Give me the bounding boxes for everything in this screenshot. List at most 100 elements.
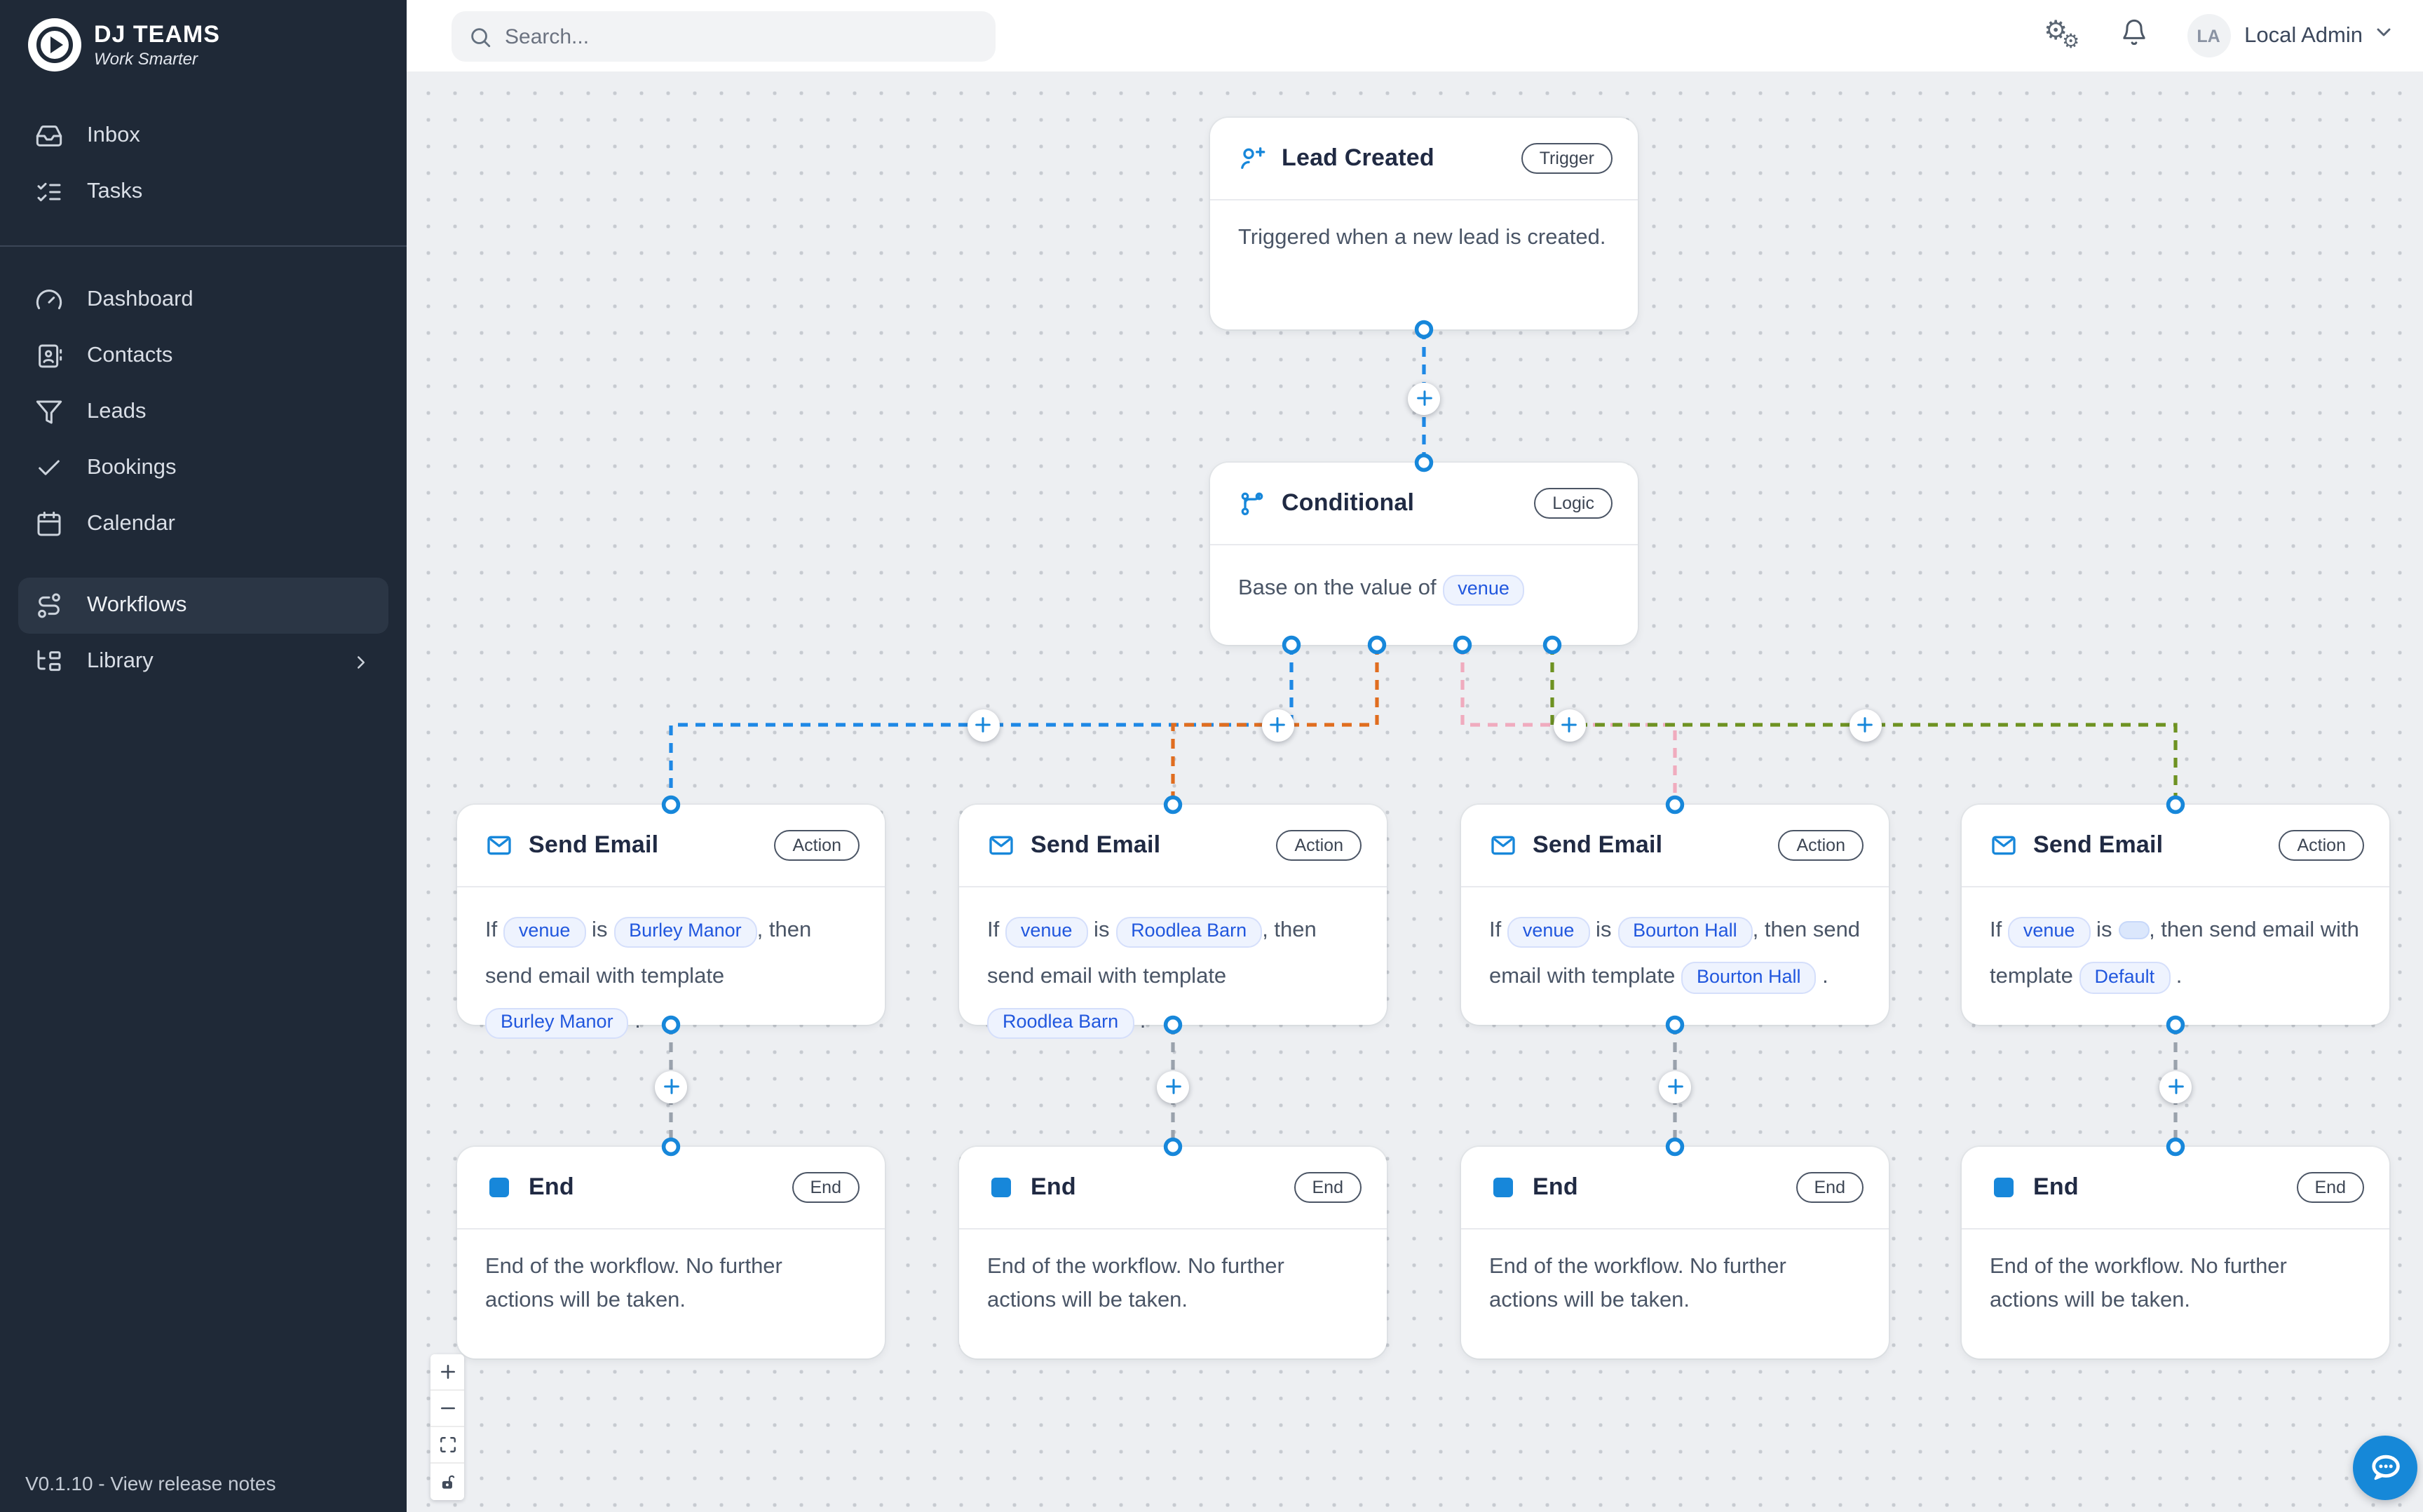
sidebar-item-label: Inbox <box>87 123 140 147</box>
search-placeholder: Search... <box>505 25 590 48</box>
add-node-button-before-end-4[interactable] <box>2159 1070 2192 1103</box>
sidebar-item-label: Library <box>87 649 154 673</box>
node-badge: Logic <box>1534 488 1613 519</box>
value-pill[interactable]: Default <box>2079 962 2171 994</box>
node-badge: Action <box>1276 830 1362 861</box>
calendar-icon <box>37 511 61 536</box>
node-conditional[interactable]: Conditional Logic Base on the value of v… <box>1210 463 1638 645</box>
sidebar-item-contacts[interactable]: Contacts <box>18 328 388 384</box>
topbar: Search... ⚙⚙ LA Local Admin <box>407 0 2423 71</box>
sidebar-item-bookings[interactable]: Bookings <box>18 440 388 496</box>
sidebar-item-inbox[interactable]: Inbox <box>18 108 388 164</box>
zoom-out-button[interactable] <box>430 1391 464 1427</box>
add-node-button-branch-2[interactable] <box>1261 709 1294 741</box>
value-pill[interactable]: Burley Manor <box>613 916 757 948</box>
node-title: End <box>2033 1173 2079 1200</box>
node-badge: End <box>1294 1172 1362 1203</box>
fit-view-button[interactable] <box>430 1427 464 1464</box>
sidebar: DJ TEAMS Work Smarter Inbox Tasks Dashbo… <box>0 0 407 1512</box>
user-name: Local Admin <box>2244 23 2363 47</box>
node-title: Send Email <box>2033 831 2164 858</box>
chevron-down-icon[interactable] <box>2373 21 2395 50</box>
value-pill[interactable]: venue <box>1507 916 1590 948</box>
node-badge: Action <box>2279 830 2364 861</box>
add-node-button[interactable] <box>1408 382 1440 414</box>
end-square-icon <box>485 1173 513 1201</box>
sidebar-item-dashboard[interactable]: Dashboard <box>18 272 388 328</box>
add-node-button-branch-1[interactable] <box>967 709 999 741</box>
node-description: If venue is Roodlea Barn, then send emai… <box>959 887 1387 1070</box>
node-send-email-4[interactable]: Send Email Action If venue is , then sen… <box>1962 805 2389 1025</box>
notifications-bell-icon[interactable] <box>2119 18 2147 53</box>
zoom-in-button[interactable] <box>430 1354 464 1391</box>
node-send-email-3[interactable]: Send Email Action If venue is Bourton Ha… <box>1461 805 1889 1025</box>
funnel-icon <box>36 400 62 424</box>
value-pill[interactable]: Roodlea Barn <box>1115 916 1263 948</box>
value-pill[interactable]: Roodlea Barn <box>987 1007 1134 1040</box>
node-title: End <box>1533 1173 1578 1200</box>
node-badge: End <box>2296 1172 2364 1203</box>
release-notes-link[interactable]: V0.1.10 - View release notes <box>25 1471 276 1494</box>
add-node-button-before-end-1[interactable] <box>655 1070 687 1103</box>
chevron-right-icon <box>358 655 365 668</box>
contacts-icon <box>39 344 62 368</box>
node-description: If venue is , then send email with templ… <box>1962 887 2389 1025</box>
node-badge: Action <box>1778 830 1864 861</box>
sidebar-item-label: Tasks <box>87 179 143 203</box>
node-description: End of the workflow. No further actions … <box>485 1255 782 1313</box>
value-pill[interactable]: Bourton Hall <box>1617 916 1753 948</box>
node-description: End of the workflow. No further actions … <box>987 1255 1284 1313</box>
sidebar-item-tasks[interactable]: Tasks <box>18 164 388 220</box>
node-title: Send Email <box>529 831 659 858</box>
sidebar-item-leads[interactable]: Leads <box>18 384 388 440</box>
library-icon <box>37 650 61 672</box>
plus-icon <box>440 1365 454 1379</box>
end-square-icon <box>987 1173 1015 1201</box>
envelope-icon <box>485 831 513 859</box>
node-title: Conditional <box>1282 489 1415 516</box>
node-badge: Trigger <box>1521 143 1613 174</box>
sidebar-item-label: Dashboard <box>87 287 194 311</box>
fullscreen-icon <box>440 1437 455 1452</box>
sidebar-item-calendar[interactable]: Calendar <box>18 496 388 552</box>
sidebar-item-label: Contacts <box>87 343 173 367</box>
node-end-4[interactable]: End End End of the workflow. No further … <box>1962 1147 2389 1358</box>
node-badge: Action <box>774 830 860 861</box>
value-pill[interactable]: venue <box>1005 916 1088 948</box>
sidebar-item-label: Calendar <box>87 512 175 536</box>
tasks-icon <box>37 182 61 202</box>
empty-value-pill[interactable] <box>2118 921 2150 940</box>
node-lead-created[interactable]: Lead Created Trigger Triggered when a ne… <box>1210 118 1638 329</box>
lock-button[interactable] <box>430 1464 464 1500</box>
avatar[interactable]: LA <box>2187 14 2231 57</box>
app-tagline: Work Smarter <box>94 49 198 69</box>
node-end-1[interactable]: End End End of the workflow. No further … <box>457 1147 885 1358</box>
node-title: Send Email <box>1031 831 1161 858</box>
check-icon <box>39 460 60 475</box>
value-pill[interactable]: Bourton Hall <box>1681 962 1817 994</box>
node-title: End <box>1031 1173 1076 1200</box>
add-node-button-branch-3[interactable] <box>1553 709 1585 741</box>
search-input[interactable]: Search... <box>452 11 996 62</box>
node-send-email-1[interactable]: Send Email Action If venue is Burley Man… <box>457 805 885 1040</box>
node-description: Base on the value of venue <box>1210 545 1638 637</box>
node-badge: End <box>1796 1172 1864 1203</box>
node-send-email-2[interactable]: Send Email Action If venue is Roodlea Ba… <box>959 805 1387 1040</box>
value-pill[interactable]: venue <box>2007 916 2091 948</box>
value-pill[interactable]: venue <box>503 916 586 948</box>
add-node-button-before-end-3[interactable] <box>1659 1070 1691 1103</box>
chat-support-button[interactable] <box>2353 1436 2417 1500</box>
value-pill[interactable]: venue <box>1442 574 1525 606</box>
search-icon <box>471 27 491 47</box>
sidebar-item-label: Leads <box>87 400 147 423</box>
node-end-2[interactable]: End End End of the workflow. No further … <box>959 1147 1387 1358</box>
value-pill[interactable]: Burley Manor <box>485 1007 629 1040</box>
sidebar-item-library[interactable]: Library <box>18 634 388 690</box>
add-node-button-branch-4[interactable] <box>1849 709 1881 741</box>
envelope-icon <box>987 831 1015 859</box>
node-end-3[interactable]: End End End of the workflow. No further … <box>1461 1147 1889 1358</box>
settings-gears-icon[interactable]: ⚙⚙ <box>2044 16 2080 51</box>
add-node-button-before-end-2[interactable] <box>1157 1070 1189 1103</box>
sidebar-item-workflows[interactable]: Workflows <box>18 578 388 634</box>
